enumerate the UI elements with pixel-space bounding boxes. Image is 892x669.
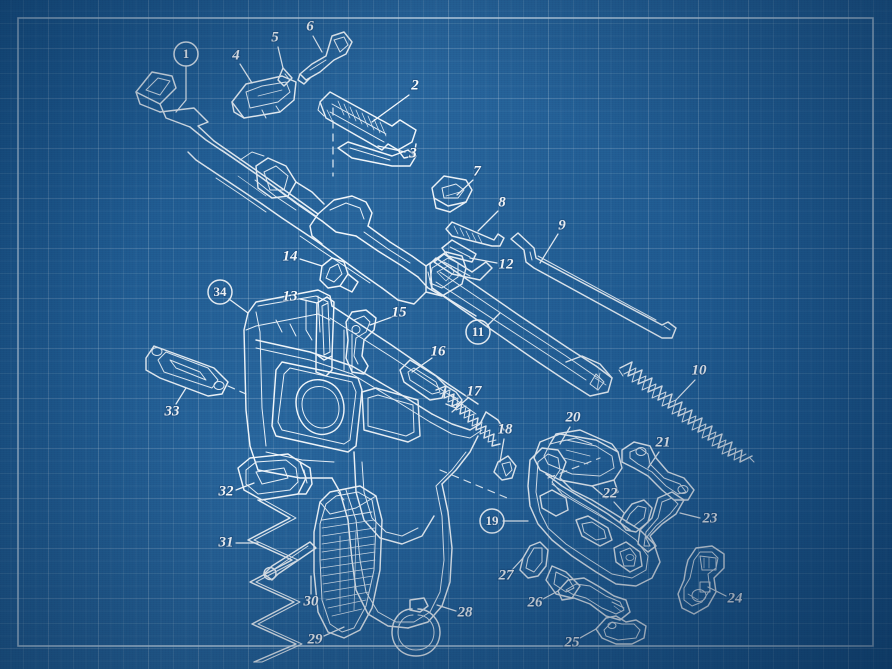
callout-23: 23 — [702, 510, 719, 526]
part-6-safety-lever — [297, 31, 353, 85]
callout-20: 20 — [565, 409, 582, 425]
part-2-bolt — [317, 91, 417, 159]
part-21-disconnector — [621, 441, 695, 501]
callout-18: 18 — [498, 421, 514, 437]
callout-1: 1 — [183, 46, 190, 61]
callout-17: 17 — [467, 383, 483, 399]
part-13-striker — [315, 296, 335, 377]
part-8-spring-pin — [445, 221, 505, 247]
part-24-safety-catch — [677, 545, 725, 615]
callout-29: 29 — [307, 631, 324, 647]
callout-24: 24 — [727, 590, 744, 606]
part-27-small-lever — [519, 541, 549, 579]
callout-16: 16 — [431, 343, 447, 359]
part-34-frame-body — [243, 289, 505, 629]
callout-26: 26 — [527, 594, 544, 610]
callout-21: 21 — [655, 434, 671, 450]
callout-2: 2 — [410, 77, 419, 93]
callout-numbers: 1 2 3 4 5 6 7 8 9 10 11 12 13 14 15 16 1… — [162, 17, 744, 651]
callout-15: 15 — [392, 304, 408, 320]
callout-34: 34 — [214, 284, 228, 299]
part-19-lockwork-chassis — [527, 447, 661, 599]
callout-33: 33 — [164, 403, 181, 419]
assembly-guide-line-mainspring — [439, 469, 513, 501]
assembly-guide-line-sideplate — [227, 385, 247, 395]
part-28-lanyard-ring — [391, 597, 441, 657]
part-17-mainspring — [435, 385, 501, 447]
callout-32: 32 — [218, 483, 235, 499]
callout-13: 13 — [283, 288, 299, 304]
part-33-side-plate — [145, 345, 229, 397]
callout-14: 14 — [283, 248, 299, 264]
part-29-grip-panel — [313, 485, 383, 639]
part-10-recoil-spring — [618, 361, 755, 463]
callout-7: 7 — [473, 163, 481, 179]
callout-leaders — [175, 35, 727, 639]
part-14-sear-bar — [319, 257, 359, 293]
part-32-base-plate — [237, 453, 313, 501]
part-9-firing-pin-rod — [510, 232, 677, 339]
callout-4: 4 — [231, 47, 240, 63]
part-5-firing-pin — [277, 67, 293, 87]
callout-27: 27 — [498, 567, 515, 583]
callout-3: 3 — [408, 145, 417, 161]
callout-bubbles — [173, 41, 505, 534]
callout-9: 9 — [558, 217, 566, 233]
callout-19: 19 — [486, 513, 500, 528]
part-15-hammer — [345, 309, 377, 375]
callout-6: 6 — [306, 18, 314, 34]
part-7-locking-block — [431, 175, 473, 213]
callout-8: 8 — [498, 194, 506, 210]
callout-5: 5 — [271, 29, 279, 45]
part-18-mainspring-plunger — [493, 455, 517, 481]
part-11-recoil-spring-guide — [427, 239, 613, 397]
part-23-sear-lever — [637, 491, 685, 553]
part-3-extractor — [337, 141, 417, 167]
part-1-barrel-extension — [135, 71, 467, 305]
callout-25: 25 — [564, 634, 581, 650]
callout-31: 31 — [218, 534, 234, 550]
callout-10: 10 — [692, 362, 708, 378]
part-20-locking-frame — [533, 429, 623, 499]
part-25-trigger — [595, 615, 647, 645]
drawing-border-frame — [17, 17, 874, 647]
callout-28: 28 — [457, 604, 474, 620]
callout-22: 22 — [602, 485, 619, 501]
callout-12: 12 — [499, 256, 515, 272]
callout-30: 30 — [303, 593, 320, 609]
assembly-guide-line-lockwork — [547, 457, 601, 479]
part-26-trigger-bar — [557, 577, 631, 621]
callout-11: 11 — [472, 324, 484, 339]
